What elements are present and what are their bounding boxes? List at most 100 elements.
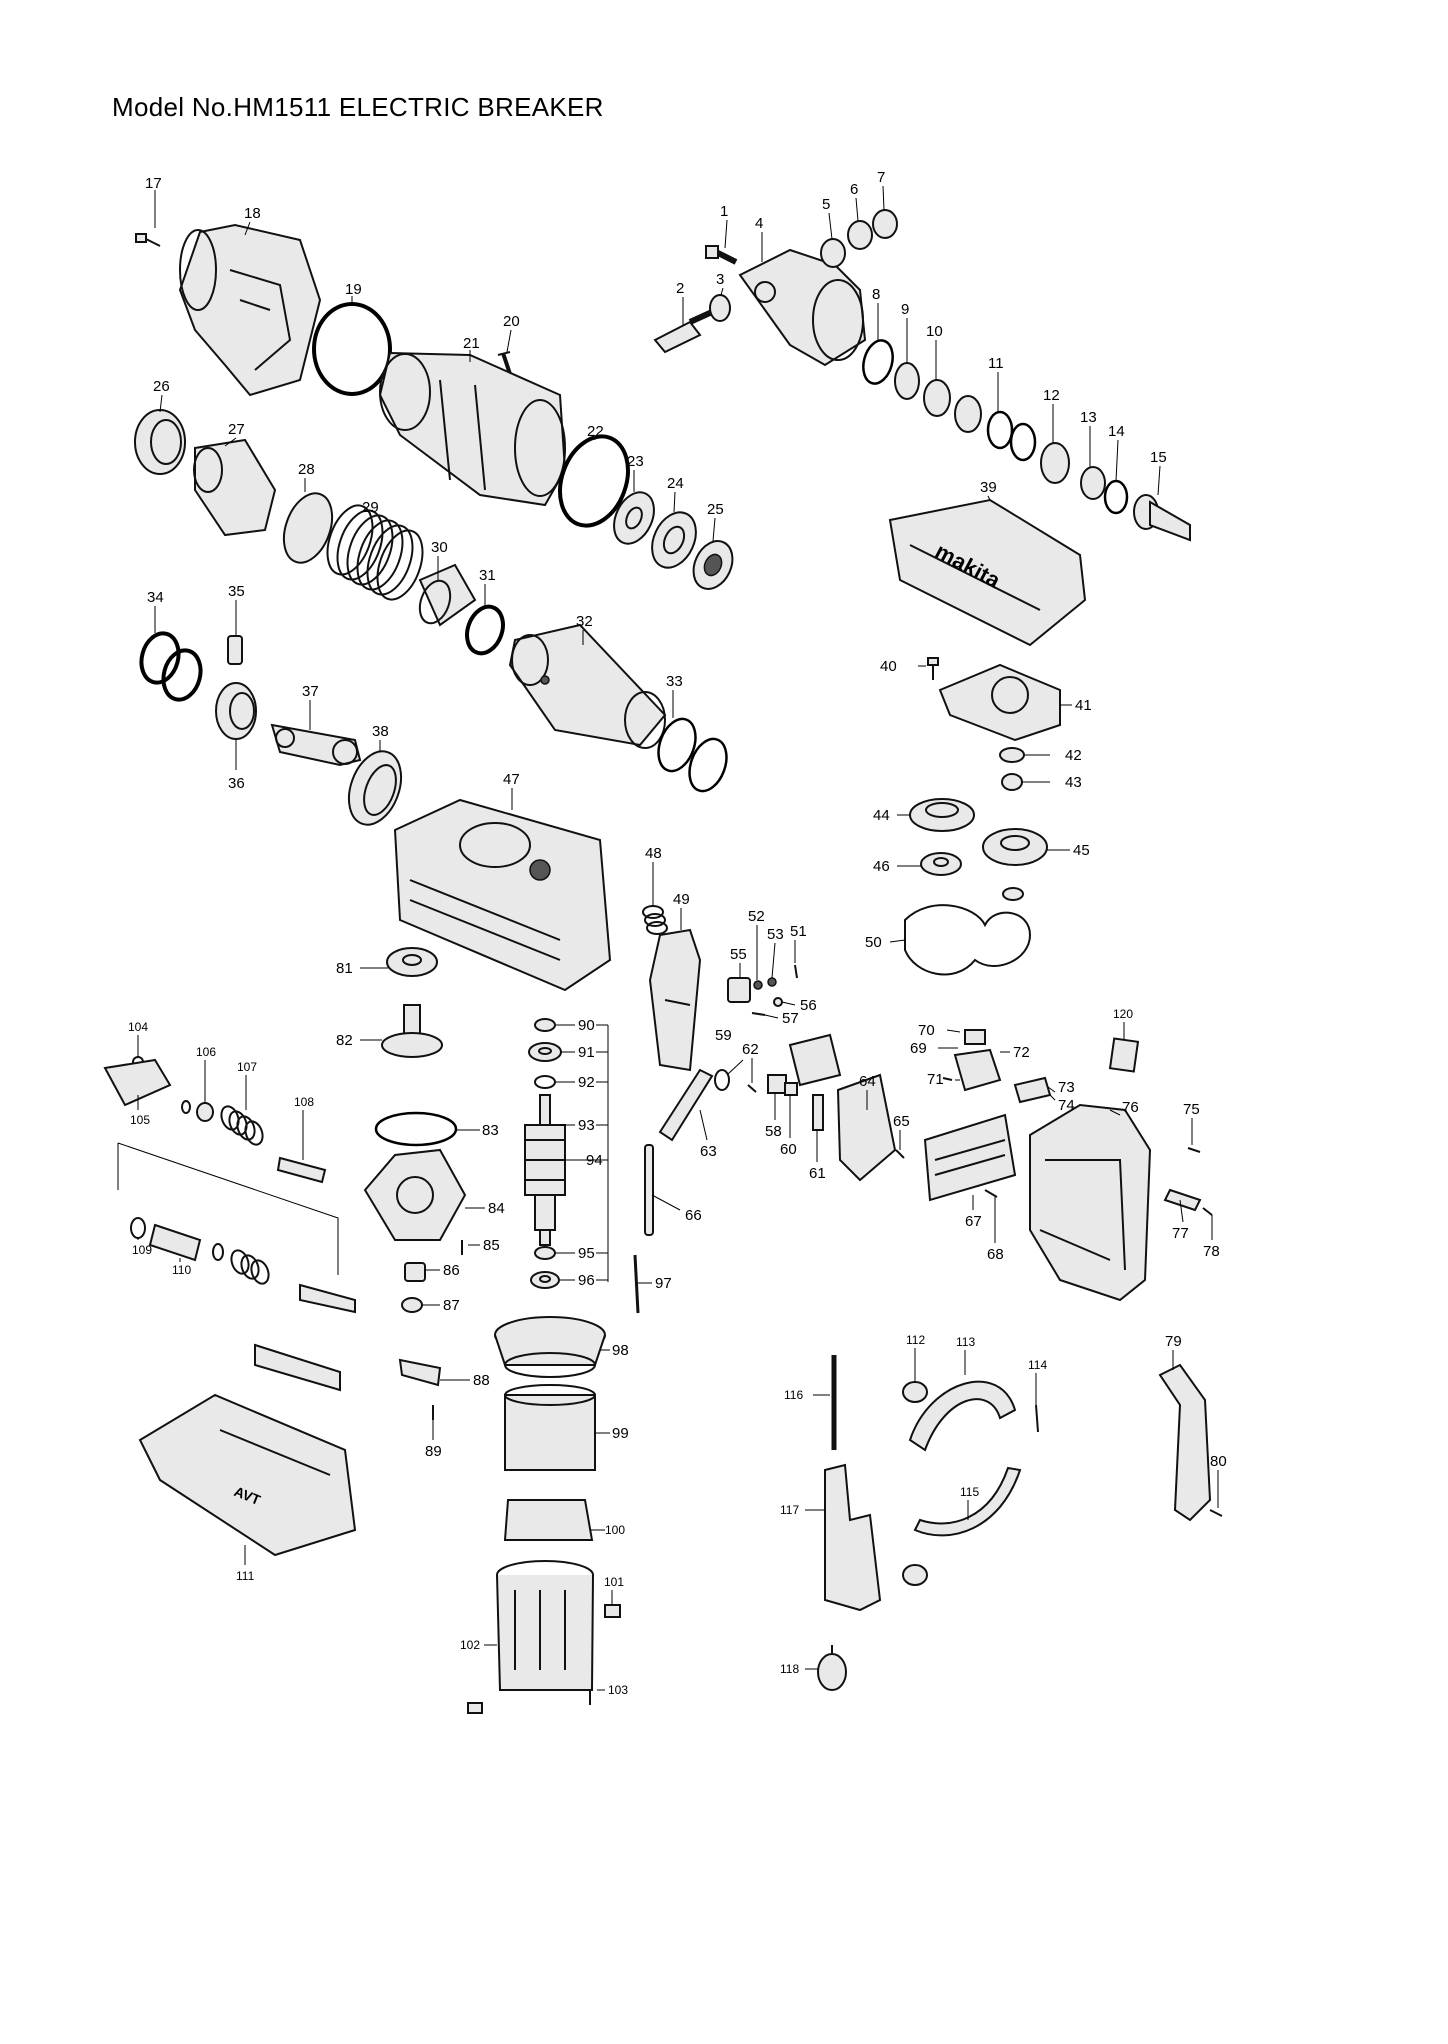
part-80-screw [1209, 1509, 1223, 1517]
part-1-bolt [705, 245, 738, 265]
label-48: 48 [645, 845, 662, 862]
label-101: 101 [604, 1575, 624, 1589]
label-76: 76 [1122, 1099, 1139, 1116]
part-6-ring [847, 220, 873, 250]
part-102-motor-housing [496, 1560, 594, 1691]
part-120-label [1108, 1037, 1140, 1073]
part-9-ring [894, 362, 920, 400]
label-30: 30 [431, 539, 448, 556]
part-11-o-ring-second [1009, 422, 1037, 462]
label-98: 98 [612, 1342, 629, 1359]
label-27: 27 [228, 421, 245, 438]
part-57-screw [751, 1012, 766, 1016]
label-112: 112 [906, 1333, 925, 1347]
part-65-screw [895, 1149, 905, 1159]
label-44: 44 [873, 807, 890, 824]
label-49: 49 [673, 891, 690, 908]
part-22-o-ring [558, 434, 630, 528]
label-82: 82 [336, 1032, 353, 1049]
small-ring [181, 1100, 191, 1114]
leader-lines [137, 185, 1219, 1691]
label-29: 29 [362, 499, 379, 516]
label-93: 93 [578, 1117, 595, 1134]
part-78-screw [1202, 1207, 1213, 1216]
group-bracket [117, 1142, 339, 1275]
label-65: 65 [893, 1113, 910, 1130]
spring-2 [230, 1249, 270, 1285]
label-9: 9 [901, 301, 909, 318]
label-61: 61 [809, 1165, 826, 1182]
part-96-bearing [530, 1271, 560, 1289]
part-47-crank-case [393, 798, 612, 992]
part-101-carbon-brush [604, 1604, 621, 1618]
label-62: 62 [742, 1041, 759, 1058]
small-ring-2 [212, 1243, 224, 1261]
label-73: 73 [1058, 1079, 1075, 1096]
label-80: 80 [1210, 1453, 1227, 1470]
label-28: 28 [298, 461, 315, 478]
part-100-brush-holder [503, 1499, 594, 1541]
label-69: 69 [910, 1040, 927, 1057]
part-117-side-grip [824, 1463, 882, 1612]
part-88-clamp [398, 1358, 442, 1387]
part-23-washer [613, 491, 655, 545]
part-114-pin [1035, 1404, 1039, 1433]
part-77-cord-clamp [1163, 1188, 1202, 1212]
part-26-ring [134, 409, 186, 475]
label-115: 115 [960, 1485, 979, 1499]
part-51-screw [794, 964, 798, 979]
label-26: 26 [153, 378, 170, 395]
label-13: 13 [1080, 409, 1097, 426]
part-31-o-ring [465, 604, 505, 656]
part-68-screw [984, 1189, 998, 1198]
label-100: 100 [605, 1523, 625, 1537]
label-6: 6 [850, 181, 858, 198]
part-64-cover [836, 1073, 897, 1182]
part-66-rod [644, 1144, 654, 1236]
part-50-gasket [904, 904, 1032, 976]
label-51: 51 [790, 923, 807, 940]
label-107: 107 [237, 1060, 257, 1074]
label-41: 41 [1075, 697, 1092, 714]
part-75-screw [1187, 1147, 1201, 1153]
part-24-bearing [651, 511, 697, 569]
part-118-knob [817, 1645, 847, 1691]
label-79: 79 [1165, 1333, 1182, 1350]
part-62-screw [747, 1084, 757, 1093]
part-12-bearing [1040, 442, 1070, 484]
label-50: 50 [865, 934, 882, 951]
label-19: 19 [345, 281, 362, 298]
label-97: 97 [655, 1275, 672, 1292]
label-60: 60 [780, 1141, 797, 1158]
part-32-cylinder [508, 623, 667, 749]
label-66: 66 [685, 1207, 702, 1224]
label-22: 22 [587, 423, 604, 440]
part-4-tool-retainer [738, 248, 867, 367]
part-46-bearing [920, 852, 962, 876]
label-111: 111 [236, 1569, 255, 1583]
label-12: 12 [1043, 387, 1060, 404]
part-44-gear [909, 798, 975, 832]
part-34-o-ring [139, 631, 181, 685]
part-97-bolt [633, 1254, 640, 1314]
part-10-washer [923, 379, 951, 417]
nut-second [902, 1564, 928, 1586]
part-71-screw [942, 1077, 953, 1081]
label-104: 104 [128, 1020, 148, 1034]
part-41-gear-housing-cover [938, 663, 1061, 742]
part-92-washer [534, 1075, 556, 1089]
label-67: 67 [965, 1213, 982, 1230]
part-108-shaft [276, 1156, 327, 1184]
part-43-bearing [1001, 773, 1023, 791]
part-17-screw [135, 233, 161, 247]
part-79-grip [1158, 1363, 1212, 1522]
part-111-base-cover: AVT [138, 1393, 357, 1557]
part-42-washer [999, 747, 1025, 763]
part-99-field [504, 1384, 596, 1471]
part-27-sleeve [193, 438, 277, 537]
part-82-gear [381, 1004, 443, 1058]
label-81: 81 [336, 960, 353, 977]
label-118: 118 [780, 1662, 799, 1676]
label-84: 84 [488, 1200, 505, 1217]
label-34: 34 [147, 589, 164, 606]
